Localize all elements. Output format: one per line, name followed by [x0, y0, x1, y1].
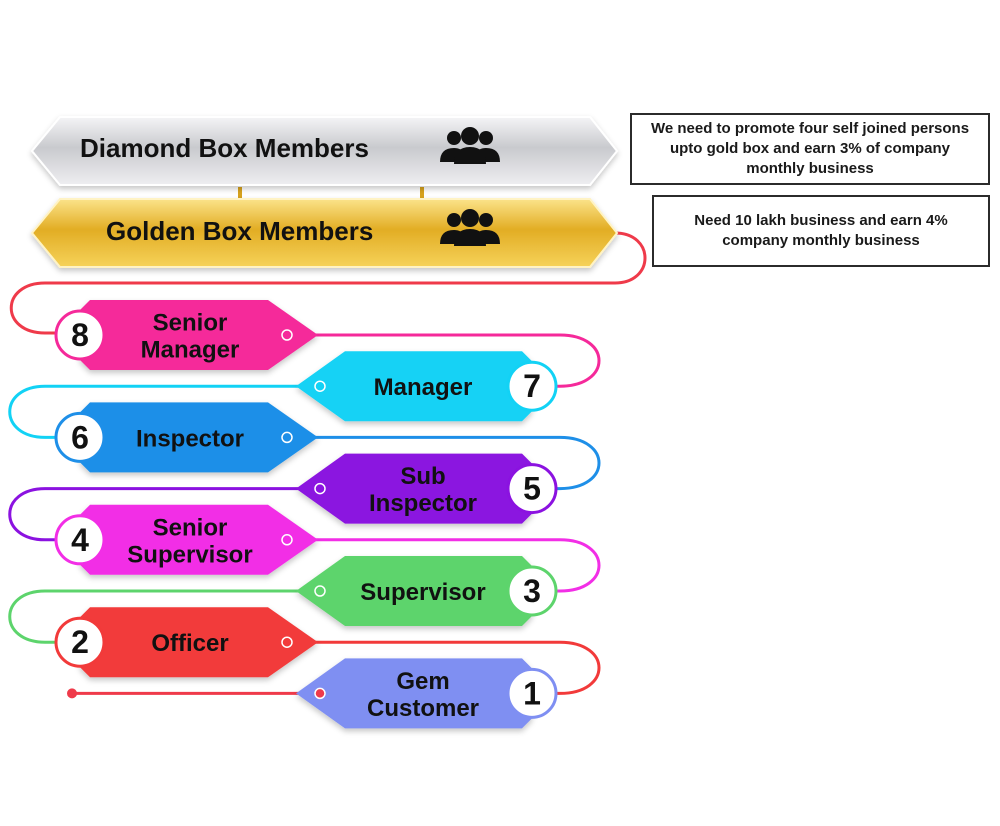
level-7-label: Manager — [374, 374, 473, 401]
connector-7-to-6 — [8, 384, 320, 439]
level-2-tag — [80, 607, 318, 678]
level-1-label: Customer — [367, 695, 479, 722]
level-8-badge — [54, 309, 106, 361]
level-6-number: 6 — [71, 419, 89, 455]
level-8-number: 8 — [71, 317, 89, 353]
connector-dot-7 — [314, 380, 326, 392]
level-8-tag — [80, 300, 318, 370]
golden-box-note-text: Need 10 lakh business and earn 4% compan… — [694, 212, 948, 249]
level-1-badge — [506, 667, 558, 719]
golden-box-note: Need 10 lakh business and earn 4% compan… — [652, 195, 990, 267]
connector-6-to-5 — [287, 435, 601, 491]
level-7: Manager 7 — [296, 351, 558, 422]
level-6-badge — [54, 411, 106, 463]
level-2: Officer 2 — [54, 607, 318, 678]
level-5-badge — [506, 463, 558, 515]
level-1-tag — [296, 658, 532, 729]
connector-dot-8 — [281, 329, 293, 341]
connector-dot-6 — [281, 431, 293, 444]
connector-dot-4 — [281, 534, 293, 546]
level-3-number: 3 — [523, 573, 541, 609]
level-1-label: Gem — [396, 668, 449, 695]
level-5-label: Sub — [400, 463, 445, 490]
level-4-number: 4 — [71, 522, 89, 558]
level-2-number: 2 — [71, 624, 89, 660]
level-3-label: Supervisor — [360, 579, 485, 606]
level-4-badge — [54, 514, 106, 566]
golden-to-level-8-connector — [9, 231, 647, 335]
level-3-tag — [296, 556, 532, 626]
users-group-icon — [440, 127, 500, 164]
diamond-box-note-text: We need to promote four self joined pers… — [650, 120, 970, 177]
connector-dot-2 — [281, 636, 293, 648]
connector-4-to-3 — [287, 538, 601, 593]
level-2-badge — [54, 616, 106, 668]
connector-5-to-4 — [8, 487, 320, 542]
users-group-icon — [440, 209, 500, 246]
golden-box: Golden Box Members — [30, 198, 619, 268]
diamond-box: Diamond Box Members — [30, 116, 619, 186]
level-connectors — [8, 333, 601, 695]
level-5-tag — [296, 453, 532, 524]
connector-8-to-7 — [287, 333, 601, 388]
diamond-box-note: We need to promote four self joined pers… — [630, 113, 990, 185]
level-6-label: Inspector — [136, 425, 244, 452]
golden-box-label: Golden Box Members — [106, 216, 373, 246]
level-7-badge — [506, 360, 558, 412]
level-8-label: Senior — [153, 310, 228, 337]
level-3-badge — [506, 565, 558, 617]
connector-2-to-1 — [287, 640, 601, 695]
connector-dot-3 — [314, 585, 326, 597]
diamond-box-label: Diamond Box Members — [80, 133, 369, 163]
level-2-label: Officer — [151, 630, 228, 657]
level-6: Inspector 6 — [54, 402, 318, 473]
level-5-label: Inspector — [369, 490, 477, 517]
level-5-number: 5 — [523, 471, 541, 507]
level-4-label: Supervisor — [127, 541, 252, 568]
connector-dot-5 — [314, 482, 326, 495]
level-1-number: 1 — [523, 675, 541, 711]
level-7-number: 7 — [523, 368, 541, 404]
level-7-tag — [296, 351, 532, 422]
level-3: Supervisor 3 — [296, 556, 558, 626]
level-4-label: Senior — [153, 514, 228, 541]
connector-dot-1 — [314, 687, 326, 700]
level-6-tag — [80, 402, 318, 473]
level-8-label: Manager — [141, 337, 240, 364]
level-4-tag — [80, 504, 318, 575]
connector-3-to-2 — [8, 589, 320, 644]
connector-dot-tail-start — [67, 688, 77, 699]
